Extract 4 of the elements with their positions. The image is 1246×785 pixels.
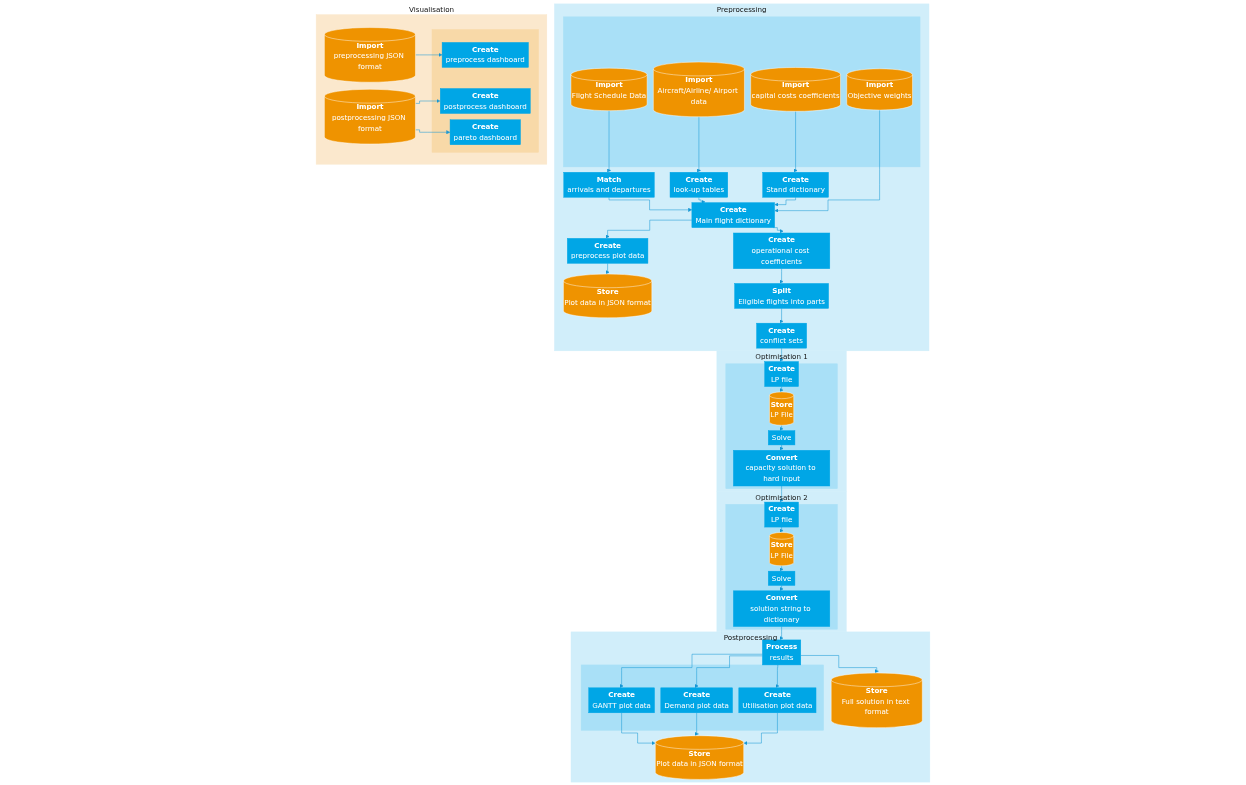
cluster xyxy=(315,13,548,164)
cluster xyxy=(563,16,921,167)
arrow xyxy=(779,565,784,571)
cluster xyxy=(431,28,539,153)
